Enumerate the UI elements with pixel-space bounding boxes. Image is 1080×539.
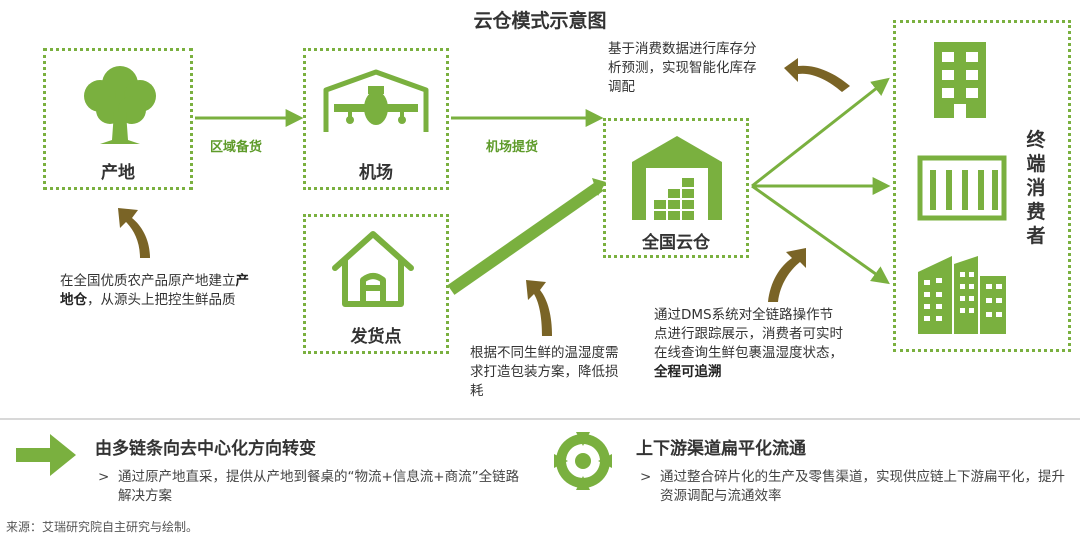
cloud-warehouse-label: 全国云仓 [642,233,710,253]
right-bottom-sub: 通过整合碎片化的生产及零售渠道，实现供应链上下游扁平化，提升资源调配与流通效率 [660,469,1065,504]
left-bottom-bullet: > [98,469,110,485]
packaging-note: 根据不同生鲜的温湿度需求打造包装方案，降低损耗 [470,345,619,399]
edge-label-airport-pickup: 机场提货 [486,140,539,155]
left-bottom-title: 由多链条向去中心化方向转变 [95,439,316,459]
callout-arrow-tracking [768,248,806,302]
apartment-icon [917,155,1007,221]
arrow-shipping-to-warehouse [447,181,604,295]
callout-arrow-packaging [526,280,552,336]
arrow-warehouse-to-bottom [751,184,890,285]
consumer-box [893,20,1071,352]
tree-icon [84,66,156,144]
house-icon [332,231,414,307]
forecast-note: 基于消费数据进行库存分析预测，实现智能化库存调配 [608,41,757,95]
edge-label-regional-stock: 区域备货 [210,140,263,155]
source-note: 来源：艾瑞研究院自主研究与绘制。 [6,520,199,534]
shipping-point-box [303,214,449,354]
warehouse-icon [632,136,722,220]
airport-label: 机场 [359,163,393,183]
airport-box [303,48,449,190]
cloud-warehouse-box [603,118,749,258]
callout-arrow-forecast [784,58,850,92]
tracking-note: 通过DMS系统对全链路操作节点进行跟踪展示，消费者可实时在线查询生鲜包裹温湿度状… [654,307,843,380]
diagram-title: 云仓模式示意图 [473,10,607,32]
right-bottom-title: 上下游渠道扁平化流通 [636,439,806,459]
section-divider [0,418,1080,420]
right-bottom-bullet: > [640,469,652,485]
airplane-hangar-icon [323,69,429,132]
crosshair-icon [554,432,612,490]
origin-box [43,48,193,190]
office-tower-icon [918,256,1006,334]
right-arrow-icon [16,434,76,476]
origin-note: 在全国优质农产品原产地建立产地仓，从源头上把控生鲜品质 [60,273,249,308]
shipping-point-label: 发货点 [350,327,402,347]
building-icon [934,42,986,118]
callout-arrow-origin [118,208,150,258]
origin-label: 产地 [101,163,135,183]
left-bottom-sub: 通过原产地直采，提供从产地到餐桌的“物流+信息流+商流”全链路解决方案 [118,469,520,504]
arrow-warehouse-to-top [751,77,890,188]
consumer-label: 终 端 消 费 者 [1026,129,1046,247]
connectors [118,58,891,336]
